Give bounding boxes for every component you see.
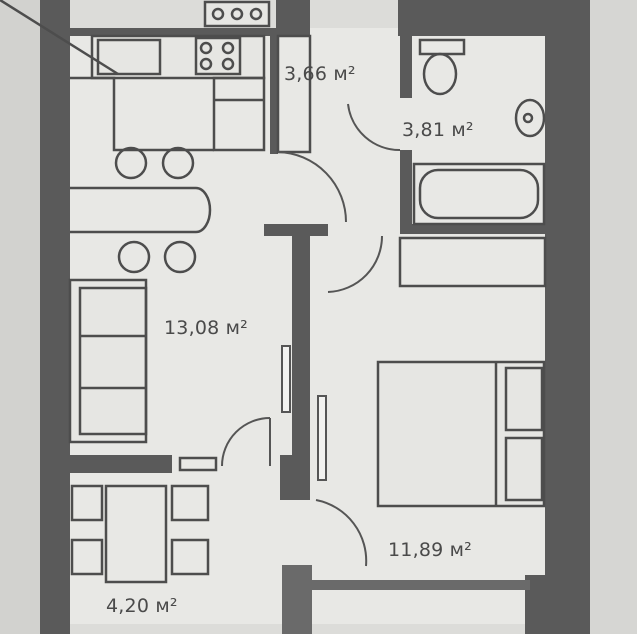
fridge	[212, 76, 266, 152]
wall-hall-divider	[292, 224, 310, 500]
wall-top-mid	[276, 0, 310, 36]
outer-walls	[40, 0, 590, 634]
radiator	[178, 456, 218, 472]
basin-drain	[522, 112, 534, 124]
chair	[163, 240, 197, 274]
area-label-bathroom: 3,81 м²	[402, 119, 474, 141]
door-arc	[347, 103, 401, 152]
area-label-balcony: 4,20 м²	[106, 595, 178, 617]
wall-right	[545, 0, 590, 634]
sofa-body	[68, 278, 148, 444]
area-label-bedroom: 11,89 м²	[388, 539, 472, 561]
bathtub-outer	[412, 162, 546, 226]
balcony-chair	[70, 538, 104, 576]
burner	[199, 41, 213, 55]
door-arc	[277, 151, 347, 223]
pillow	[504, 366, 544, 432]
balcony-table	[104, 484, 168, 584]
door-arc	[221, 417, 271, 467]
area-label-living-kitchen: 13,08 м²	[164, 317, 248, 339]
chair	[114, 146, 148, 180]
bed	[376, 360, 546, 508]
wall-balcony-top	[66, 455, 172, 473]
wall-top-left	[40, 28, 280, 36]
balcony-furniture	[70, 456, 218, 584]
chair	[117, 240, 151, 274]
sink	[96, 38, 162, 76]
wc-cabinet	[276, 34, 312, 154]
balcony-chair	[70, 484, 104, 522]
door-arc	[327, 235, 383, 293]
wall-bedroom-bottom-left	[282, 565, 312, 634]
balcony-chair	[170, 484, 210, 522]
pillow	[504, 436, 544, 502]
sink-divider	[0, 0, 119, 76]
kitchen	[0, 0, 271, 274]
left-margin-strip	[0, 0, 40, 634]
stove-top	[194, 36, 242, 76]
wall-bath-left-lower	[400, 150, 412, 230]
area-label-wc: 3,66 м²	[284, 63, 356, 85]
wall-bath-left	[400, 30, 412, 98]
bathtub	[412, 162, 546, 226]
wall-bottom	[300, 580, 530, 590]
wardrobe	[398, 236, 547, 288]
wall-wc-right	[270, 36, 278, 154]
wall-balcony-stub	[280, 455, 310, 500]
balcony-chair	[170, 538, 210, 576]
sliding-door	[281, 345, 291, 413]
internal-walls	[66, 30, 548, 634]
burner	[230, 7, 244, 21]
wall-right-bottom	[525, 575, 590, 634]
wall-bath-bottom	[400, 224, 548, 234]
exterior-unit	[203, 0, 271, 28]
dining-table	[70, 186, 212, 234]
burner	[211, 7, 225, 21]
burner	[249, 7, 263, 21]
washbasin	[514, 98, 546, 138]
chair	[161, 146, 195, 180]
l-counter	[70, 76, 214, 152]
stove	[194, 36, 242, 76]
bathtub-inner	[418, 168, 540, 220]
door-arc	[315, 499, 368, 567]
burner	[221, 57, 235, 71]
burner	[221, 41, 235, 55]
burner	[199, 57, 213, 71]
wc-fixtures	[276, 34, 546, 154]
exterior-unit-box	[203, 0, 271, 28]
sofa	[68, 278, 148, 444]
area-labels: 3,66 м² 3,81 м² 13,08 м² 11,89 м² 4,20 м…	[106, 63, 474, 617]
doors	[221, 103, 401, 567]
wall-top-right-block	[398, 0, 564, 36]
bed-frame	[376, 360, 546, 508]
kitchen-counter	[90, 34, 266, 80]
wall-left	[40, 0, 70, 634]
sofa-seat	[78, 286, 148, 436]
toilet-bowl	[422, 52, 458, 96]
right-margin-strip	[588, 0, 637, 634]
sliding-door	[317, 395, 327, 481]
